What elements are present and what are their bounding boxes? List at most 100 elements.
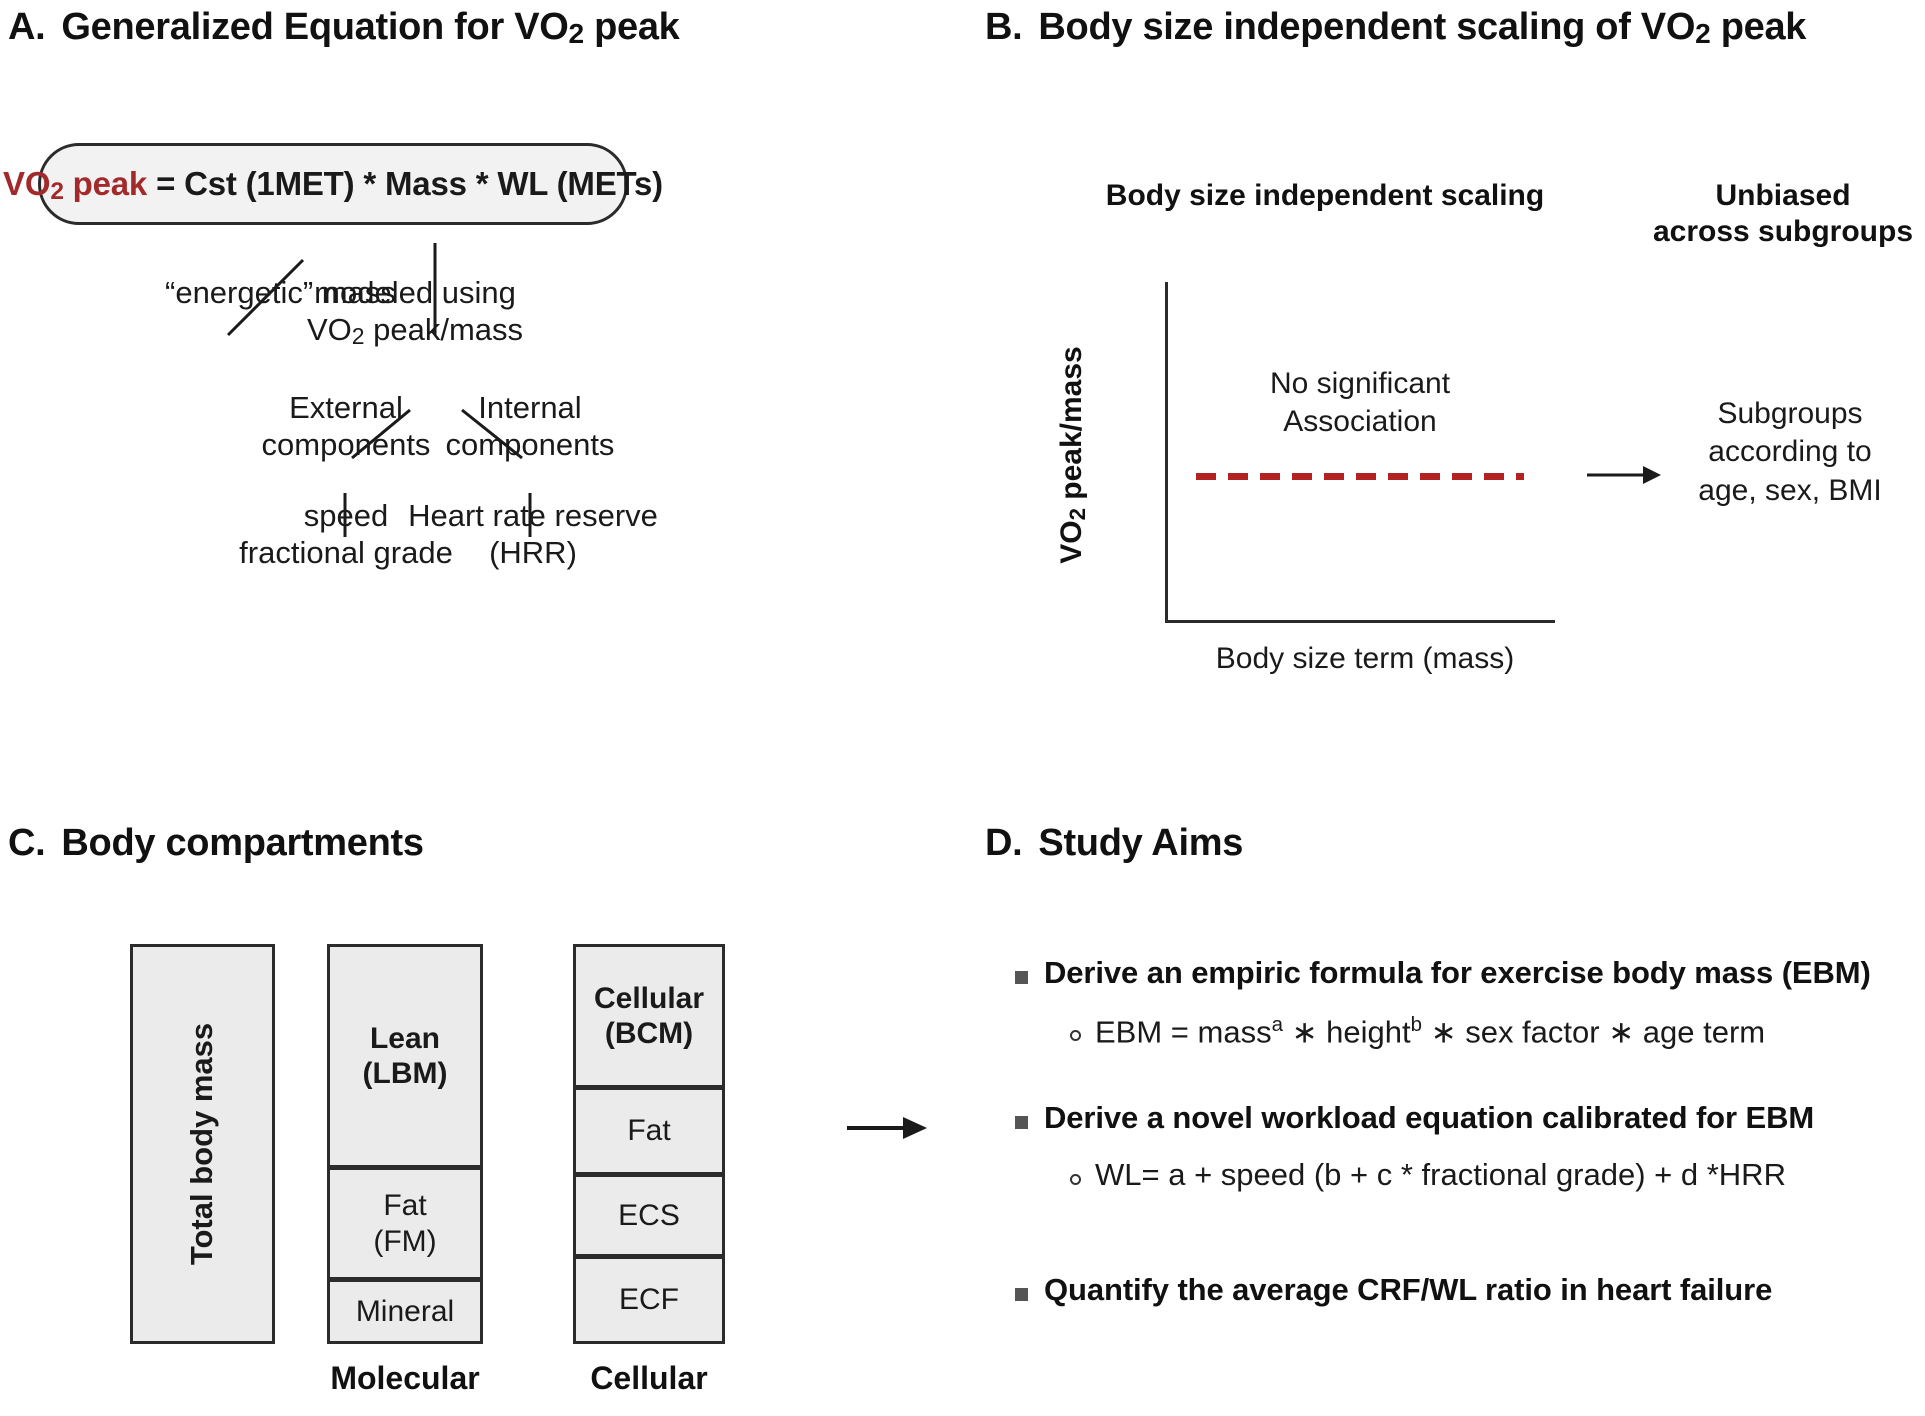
panel-a-title-text: Generalized Equation for VO [61,6,569,48]
caption-cellular: Cellular [590,1360,708,1396]
panel-c-arrow-right-icon [847,1117,927,1139]
equation-right-hand-side: = Cst (1MET) * Mass * WL (METs) [156,165,663,202]
fractional-grade-label: fractional grade [239,534,453,570]
panel-b-outcome: Subgroups according to age, sex, BMI [1655,395,1925,510]
mineral-label: Mineral [355,1294,455,1328]
generalized-equation-text: VO2 peak = Cst (1MET) * Mass * WL (METs) [3,165,663,205]
vo2-peak-mass-pre: VO [306,311,352,347]
label-energetic-mass: “energetic” mass [165,275,396,310]
ebm-formula-exponent-a: a [1271,1013,1283,1036]
speed-label: speed [303,498,389,533]
compartment-mineral: Mineral [327,1279,483,1344]
label-modeled-using: modeled using VO2 peak/mass [306,275,524,349]
ecf-label: ECF [619,1283,679,1317]
chart-annotation-line1: No significant [1269,367,1451,400]
panel-a-title: A. Generalized Equation for VO2 peak [8,6,680,49]
study-aim-2-formula: WL= a + speed (b + c * fractional grade)… [1095,1157,1786,1192]
panel-c-title: C.Body compartments [8,822,424,865]
study-aim-2: Derive a novel workload equation calibra… [1015,1100,1814,1136]
panel-d-title: D. Study Aims [985,822,1243,865]
panel-a-title-subscript: 2 [568,18,585,49]
label-internal-detail: Heart rate reserve (HRR) [408,498,658,571]
panel-c-title-text: Body compartments [61,822,424,864]
ebm-formula-mid: ∗ height [1282,1014,1411,1050]
chart-x-axis [1165,620,1555,623]
right-header-line2: across subgroups [1652,215,1914,248]
cellular-label-line1: Cellular [593,981,705,1015]
square-bullet-icon [1015,971,1028,984]
ecs-label: ECS [618,1198,680,1232]
ebm-formula-pre: EBM = mass [1095,1014,1272,1050]
panel-b-title-suffix: peak [1710,6,1807,48]
panel-b-arrow-right-icon [1587,466,1661,484]
outcome-line2: according to [1708,435,1872,469]
no-association-dashed-line [1196,473,1524,480]
hrr-abbrev-label: (HRR) [489,534,577,570]
panel-b-right-header: Unbiased across subgroups [1638,178,1925,250]
panel-a-title-suffix: peak [583,6,680,48]
panel-d-title-text: Study Aims [1038,822,1244,864]
study-aim-1-subitem: EBM = massa ∗ heightb ∗ sex factor ∗ age… [1070,1013,1765,1050]
study-aim-1-text: Derive an empiric formula for exercise b… [1044,955,1871,990]
heart-rate-reserve-label: Heart rate reserve [408,498,658,533]
outcome-line1: Subgroups [1717,397,1863,430]
square-bullet-icon [1015,1288,1028,1301]
study-aim-2-subitem: WL= a + speed (b + c * fractional grade)… [1070,1157,1786,1193]
internal-components-line2: components [445,426,615,462]
cellular-bcm-label: Cellular (BCM) [594,981,704,1051]
panel-d-letter: D. [985,822,1023,864]
study-aim-3-text: Quantify the average CRF/WL ratio in hea… [1044,1272,1773,1307]
internal-components-line1: Internal [478,390,582,425]
caption-molecular: Molecular [330,1360,480,1396]
study-aim-2-text: Derive a novel workload equation calibra… [1044,1100,1815,1135]
compartment-fat-fm: Fat (FM) [327,1167,483,1280]
chart-y-axis-label: VO2 peak/mass [1055,290,1090,620]
y-axis-label-pre: VO [1055,520,1088,564]
equation-vo2-subscript: 2 [50,178,64,205]
vo2-peak-mass-post: peak/mass [364,311,524,347]
compartment-lean-lbm: Lean (LBM) [327,944,483,1168]
study-aim-1: Derive an empiric formula for exercise b… [1015,955,1871,991]
modeled-using-line1: modeled using [314,275,516,310]
lean-label-line2: (LBM) [362,1057,448,1090]
study-aim-3: Quantify the average CRF/WL ratio in hea… [1015,1272,1772,1308]
label-external-detail: speed fractional grade [239,498,453,571]
panel-b-title-text: Body size independent scaling of VO [1038,6,1696,48]
compartment-ecs: ECS [573,1174,725,1257]
ebm-formula-post: ∗ sex factor ∗ age term [1422,1014,1766,1050]
lean-lbm-label: Lean (LBM) [363,1021,448,1091]
y-axis-label-post: peak/mass [1055,346,1088,509]
chart-y-axis [1165,282,1168,622]
panel-b-title-subscript: 2 [1695,18,1711,49]
compartment-cellular-fat: Fat [573,1087,725,1175]
external-components-line2: components [261,426,431,462]
right-header-line1: Unbiased [1715,179,1851,212]
ebm-formula-exponent-b: b [1410,1013,1422,1036]
y-axis-label-sub: 2 [1065,508,1090,521]
external-components-line1: External [289,390,403,425]
outcome-line3: age, sex, BMI [1698,473,1882,507]
equation-vo2-term: VO [3,165,51,202]
circle-bullet-icon [1070,1174,1081,1185]
fat-fm-label: Fat (FM) [373,1188,436,1258]
cellular-label-line2: (BCM) [604,1017,694,1050]
panel-b-title: B. Body size independent scaling of VO2 p… [985,6,1806,49]
chart-annotation: No significant Association [1190,365,1530,442]
panel-a-letter: A. [8,6,46,48]
vo2-peak-mass-sub: 2 [351,322,365,349]
panel-a-connector-lines [226,243,532,537]
fat-label-line1: Fat [383,1189,427,1223]
total-body-mass-label: Total body mass [184,1022,220,1266]
square-bullet-icon [1015,1116,1028,1129]
generalized-equation-box: VO2 peak = Cst (1MET) * Mass * WL (METs) [3,143,663,225]
compartment-cellular-bcm: Cellular (BCM) [573,944,725,1088]
label-internal-components: Internal components [446,390,615,463]
chart-x-axis-label: Body size term (mass) [1215,642,1515,675]
compartment-ecf: ECF [573,1256,725,1344]
chart-annotation-line2: Association [1283,405,1437,439]
panel-b-left-header: Body size independent scaling [1105,179,1545,212]
panel-b-letter: B. [985,6,1023,48]
lean-label-line1: Lean [369,1021,441,1055]
compartment-total-body-mass: Total body mass [130,944,275,1344]
equation-vo2-suffix: peak [63,165,148,202]
